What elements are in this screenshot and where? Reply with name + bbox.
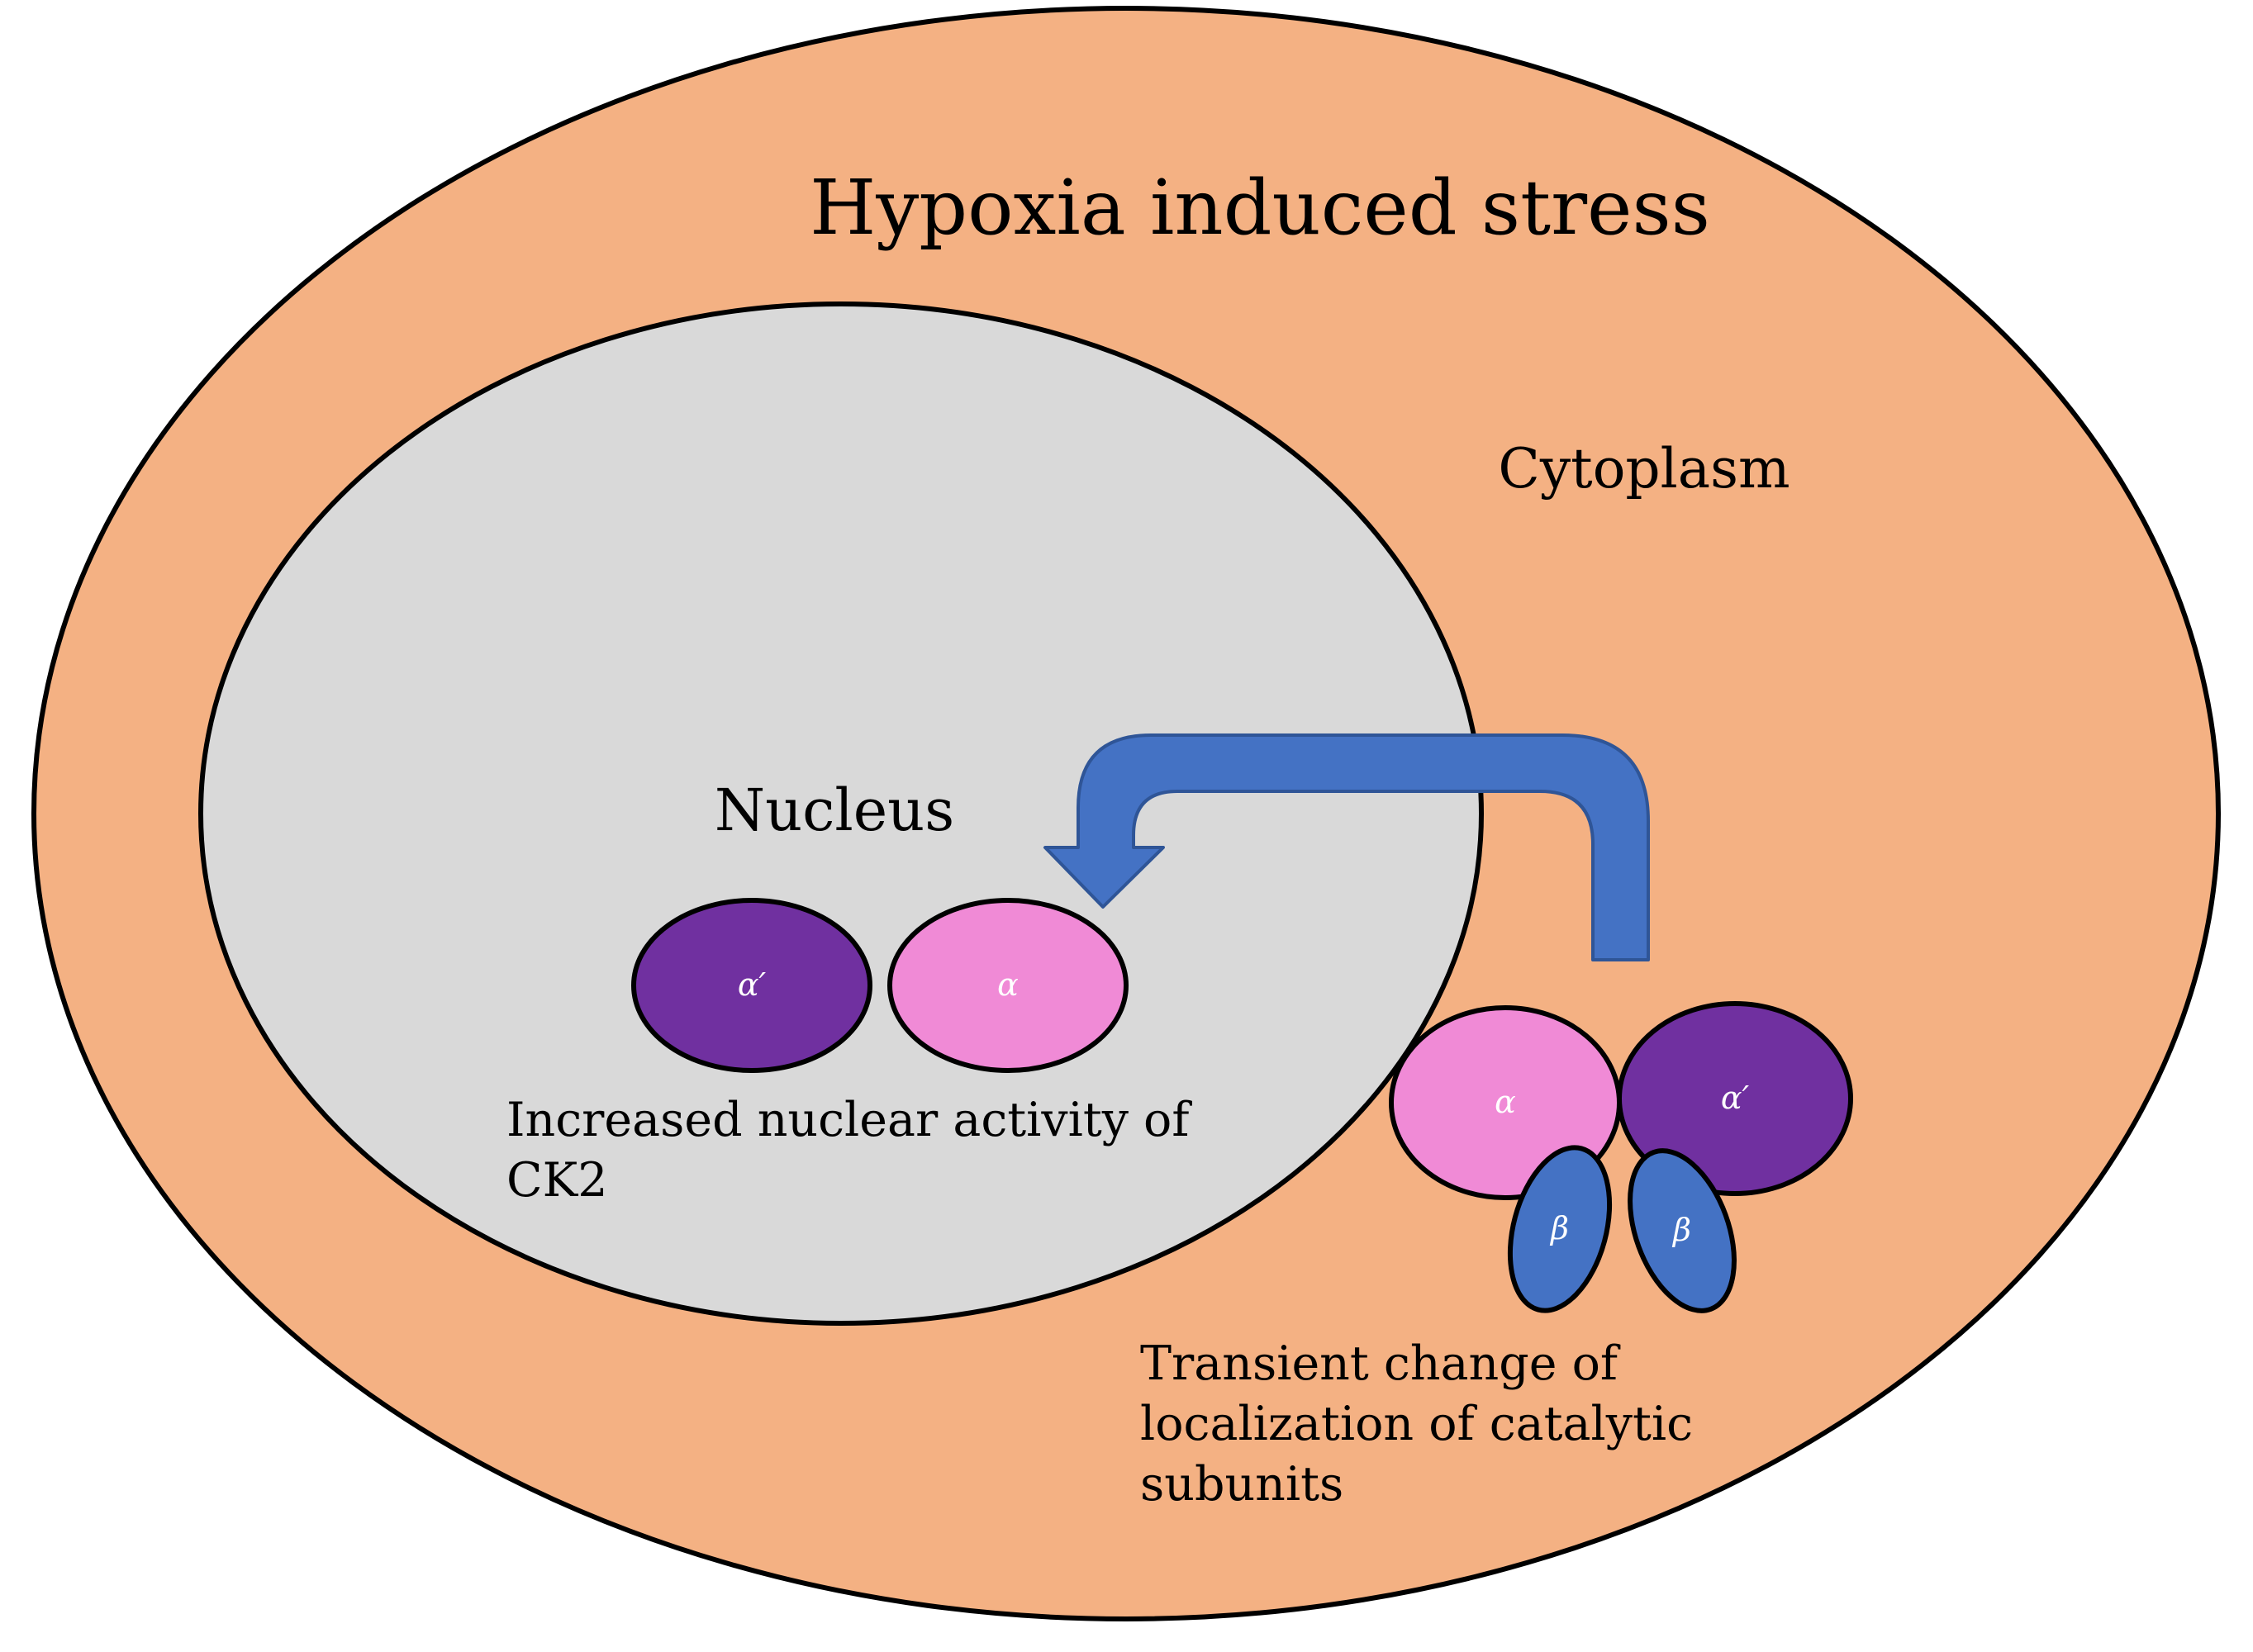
nuclear-alpha-prime-label: α′: [738, 966, 767, 1003]
translocation-arrow: [1043, 733, 1650, 961]
cyto-beta-left-label: β: [1549, 1210, 1569, 1246]
cytoplasm-caption-line3: subunits: [1140, 1457, 1343, 1512]
nuclear-alpha-label: α: [997, 966, 1019, 1003]
cyto-alpha-label: α: [1495, 1084, 1516, 1120]
cyto-alpha-prime-subunit: [1617, 1001, 1853, 1196]
nuclear-alpha-subunit: [887, 898, 1129, 1073]
cyto-beta-left-subunit: [1507, 1145, 1613, 1313]
cyto-alpha-prime-label: α′: [1721, 1080, 1750, 1116]
cytoplasmic-ck2-holoenzyme: α α′ β β: [1389, 1001, 1853, 1313]
cytoplasm-caption-line2: localization of catalytic: [1140, 1397, 1693, 1451]
cyto-beta-right-subunit: [1628, 1148, 1737, 1313]
cytoplasm-caption-line1: Transient change of: [1140, 1336, 1621, 1391]
nuclear-caption-line2: CK2: [506, 1153, 607, 1208]
cytoplasm-label: Cytoplasm: [1498, 437, 1790, 501]
cyto-beta-right-label: β: [1671, 1212, 1691, 1248]
nuclear-caption-line1: Increased nuclear activity of: [506, 1093, 1192, 1147]
nuclear-ck2-subunits: α′ α: [631, 898, 1129, 1073]
diagram-title: Hypoxia induced stress: [810, 164, 1710, 252]
nucleus-label: Nucleus: [715, 776, 954, 844]
nuclear-alpha-prime-subunit: [631, 898, 872, 1073]
nucleus: [198, 301, 1484, 1326]
